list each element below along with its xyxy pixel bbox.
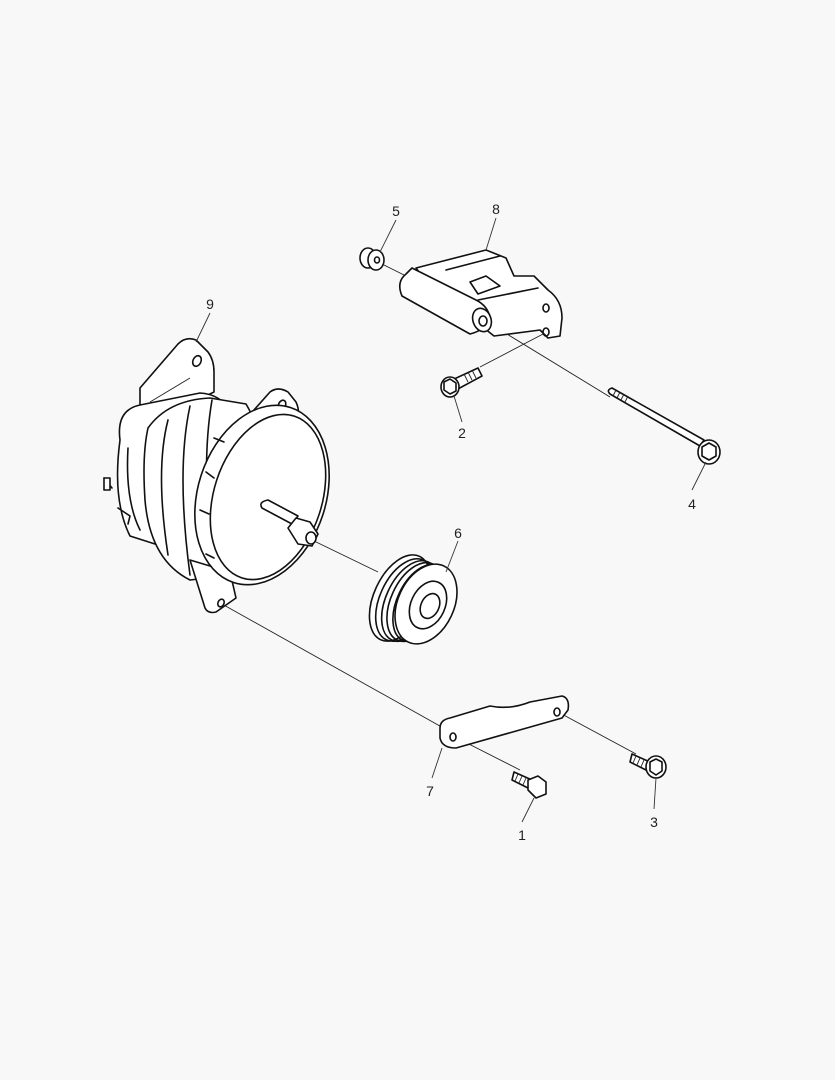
callout-8: 8: [492, 201, 500, 217]
callout-6: 6: [454, 525, 462, 541]
bolt-part-4: [607, 387, 721, 465]
upper-bracket-part-8: [398, 249, 563, 339]
callout-7: 7: [426, 783, 434, 799]
nut-part-5: [359, 247, 385, 271]
bolt-part-3: [629, 753, 667, 779]
leader-lines: [195, 217, 707, 823]
pulley-part-6: [368, 554, 458, 645]
alternator-part-9: [103, 337, 330, 614]
bolt-part-1: [511, 771, 547, 799]
callout-5: 5: [392, 203, 400, 219]
callout-9: 9: [206, 296, 214, 312]
callout-2: 2: [458, 425, 466, 441]
strap-part-7: [439, 695, 570, 749]
callout-4: 4: [688, 496, 696, 512]
callout-1: 1: [518, 827, 526, 843]
callout-3: 3: [650, 814, 658, 830]
bolt-part-2: [440, 367, 483, 398]
